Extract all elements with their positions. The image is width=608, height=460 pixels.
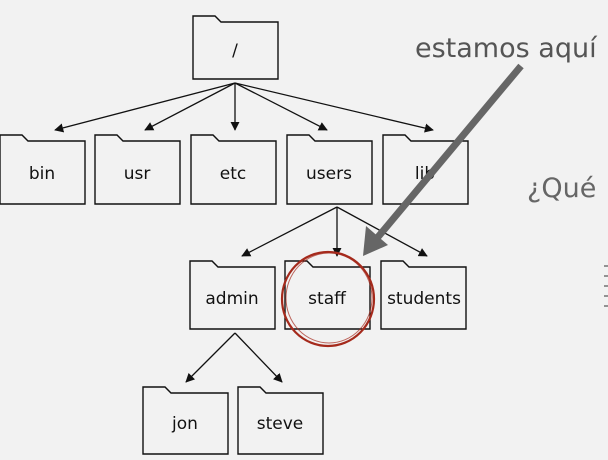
edge-root-lib	[234, 82, 434, 133]
tree-connectors	[54, 82, 434, 383]
folder-label-jon: jon	[171, 414, 198, 434]
folder-icon	[94, 134, 181, 205]
pointer-arrow	[363, 63, 524, 256]
folder-label-students: students	[387, 289, 461, 309]
folder-label-root: /	[232, 41, 238, 61]
folder-label-users: users	[306, 164, 352, 184]
folder-label-etc: etc	[220, 164, 246, 184]
edge-root-bin	[54, 82, 236, 133]
folder-usr[interactable]	[94, 134, 181, 205]
folder-label-usr: usr	[124, 164, 151, 184]
folder-root[interactable]	[192, 15, 279, 80]
edge-admin-jon	[185, 332, 236, 383]
edge-root-users	[234, 82, 328, 131]
folder-label-bin: bin	[29, 164, 55, 184]
folder-icon	[284, 260, 371, 330]
current-location-circle-inner	[285, 252, 373, 344]
folder-label-steve: steve	[257, 414, 304, 434]
current-location-circle	[280, 250, 376, 348]
folder-students[interactable]	[380, 260, 467, 330]
folder-users[interactable]	[286, 134, 373, 205]
folder-icon	[192, 15, 279, 80]
folder-icon	[286, 134, 373, 205]
folder-admin[interactable]	[189, 260, 276, 330]
folder-etc[interactable]	[190, 134, 277, 205]
folder-icon	[0, 134, 86, 205]
folder-steve[interactable]	[237, 386, 324, 455]
folder-icon	[189, 260, 276, 330]
annotation-estamos-aqui: estamos aquí	[415, 33, 598, 64]
edge-users-admin	[241, 206, 338, 257]
folder-jon[interactable]	[142, 386, 229, 455]
question-text: ¿Qué	[527, 173, 596, 204]
folder-icon	[380, 260, 467, 330]
edge-admin-steve	[234, 332, 283, 383]
folder-icon	[142, 386, 229, 455]
folder-staff[interactable]	[284, 260, 371, 330]
folder-icon	[190, 134, 277, 205]
edge-artifact	[604, 264, 608, 314]
folder-bin[interactable]	[0, 134, 86, 205]
edge-root-usr	[144, 82, 236, 131]
folder-label-staff: staff	[308, 289, 347, 309]
folder-icon	[237, 386, 324, 455]
folder-label-admin: admin	[205, 289, 258, 309]
